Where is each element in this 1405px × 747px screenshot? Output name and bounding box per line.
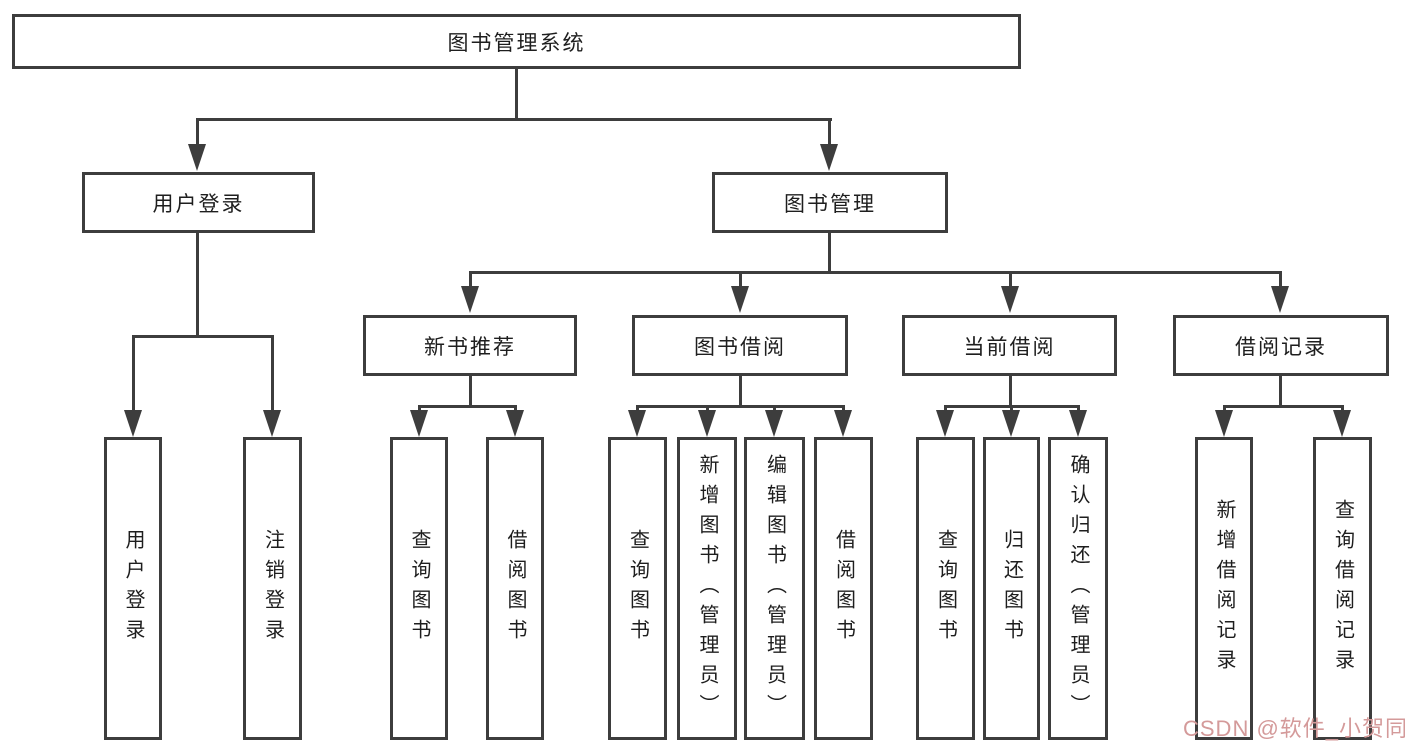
connector-line <box>944 405 947 413</box>
arrow-down-icon <box>628 410 646 437</box>
connector-line <box>1223 405 1226 413</box>
connector-line <box>196 118 832 121</box>
connector-line <box>418 405 421 413</box>
node-label: 归还图书 <box>1000 528 1023 649</box>
arrow-down-icon <box>506 410 524 437</box>
node-new-book-rec: 新书推荐 <box>363 315 577 376</box>
node-borrow-record: 借阅记录 <box>1173 315 1389 376</box>
node-label: 编辑图书（管理员） <box>763 453 786 724</box>
node-label: 查询图书 <box>934 528 957 649</box>
connector-line <box>271 335 274 412</box>
connector-line <box>773 405 776 413</box>
csdn-watermark: CSDN @软件_小贺同学 <box>1183 716 1405 741</box>
connector-line <box>828 233 831 274</box>
node-current-borrow: 当前借阅 <box>902 315 1117 376</box>
node-leaf-bb-borrow: 借阅图书 <box>814 437 873 740</box>
connector-line <box>1279 271 1282 288</box>
connector-line <box>1279 376 1282 407</box>
node-label: 图书管理系统 <box>447 31 586 55</box>
node-label: 用户登录 <box>122 528 144 649</box>
node-label: 借阅图书 <box>832 528 855 649</box>
connector-line <box>514 405 517 413</box>
node-leaf-bb-edit: 编辑图书（管理员） <box>744 437 805 740</box>
connector-line <box>1077 405 1080 413</box>
node-leaf-bb-query: 查询图书 <box>608 437 667 740</box>
arrow-down-icon <box>1333 410 1351 437</box>
arrow-down-icon <box>1271 286 1289 313</box>
node-label: 用户登录 <box>152 192 245 216</box>
node-label: 查询图书 <box>408 528 430 649</box>
node-label: 借阅图书 <box>504 528 526 649</box>
connector-line <box>469 271 1282 274</box>
node-book-mgmt: 图书管理 <box>712 172 948 233</box>
arrow-down-icon <box>731 286 749 313</box>
node-root: 图书管理系统 <box>12 14 1021 69</box>
connector-line <box>1010 405 1013 413</box>
connector-line <box>636 405 845 408</box>
connector-line <box>739 376 742 407</box>
arrow-down-icon <box>698 410 716 437</box>
arrow-down-icon <box>263 410 281 437</box>
node-leaf-cb-query: 查询图书 <box>916 437 975 740</box>
connector-line <box>828 118 831 146</box>
node-book-borrow: 图书借阅 <box>632 315 848 376</box>
connector-line <box>469 376 472 407</box>
node-label: 注销登录 <box>261 528 284 649</box>
node-label: 借阅记录 <box>1235 335 1327 359</box>
node-label: 新增图书（管理员） <box>696 453 718 724</box>
connector-line <box>1341 405 1344 413</box>
arrow-down-icon <box>410 410 428 437</box>
connector-line <box>132 335 135 412</box>
connector-line <box>515 69 518 119</box>
node-leaf-bb-add: 新增图书（管理员） <box>677 437 737 740</box>
node-label: 新增借阅记录 <box>1213 498 1235 679</box>
connector-line <box>196 118 199 146</box>
arrow-down-icon <box>461 286 479 313</box>
arrow-down-icon <box>820 144 838 171</box>
node-leaf-user-login: 用户登录 <box>104 437 162 740</box>
connector-line <box>739 271 742 288</box>
node-user-login: 用户登录 <box>82 172 315 233</box>
connector-line <box>418 405 517 408</box>
node-leaf-logout: 注销登录 <box>243 437 302 740</box>
connector-line <box>132 335 274 338</box>
node-label: 当前借阅 <box>963 335 1056 359</box>
connector-line <box>196 233 199 337</box>
arrow-down-icon <box>834 410 852 437</box>
node-label: 查询借阅记录 <box>1331 498 1354 679</box>
node-label: 图书管理 <box>784 192 876 216</box>
connector-line <box>636 405 639 413</box>
arrow-down-icon <box>1215 410 1233 437</box>
node-label: 确认归还（管理员） <box>1067 453 1089 724</box>
arrow-down-icon <box>936 410 954 437</box>
node-label: 新书推荐 <box>424 335 516 359</box>
arrow-down-icon <box>765 410 783 437</box>
connector-line <box>842 405 845 413</box>
connector-line <box>1009 376 1012 407</box>
node-leaf-rec-query: 查询图书 <box>390 437 448 740</box>
connector-line <box>706 405 709 413</box>
node-leaf-cb-return: 归还图书 <box>983 437 1040 740</box>
node-label: 图书借阅 <box>694 335 786 359</box>
node-label: 查询图书 <box>626 528 649 649</box>
arrow-down-icon <box>1001 286 1019 313</box>
connector-line <box>1009 271 1012 288</box>
node-leaf-rec-borrow: 借阅图书 <box>486 437 544 740</box>
arrow-down-icon <box>1002 410 1020 437</box>
arrow-down-icon <box>1069 410 1087 437</box>
arrow-down-icon <box>124 410 142 437</box>
connector-line <box>469 271 472 288</box>
connector-line <box>1223 405 1344 408</box>
node-leaf-cb-confirm: 确认归还（管理员） <box>1048 437 1108 740</box>
arrow-down-icon <box>188 144 206 171</box>
node-leaf-br-add: 新增借阅记录 <box>1195 437 1253 740</box>
node-leaf-br-query: 查询借阅记录 <box>1313 437 1372 740</box>
